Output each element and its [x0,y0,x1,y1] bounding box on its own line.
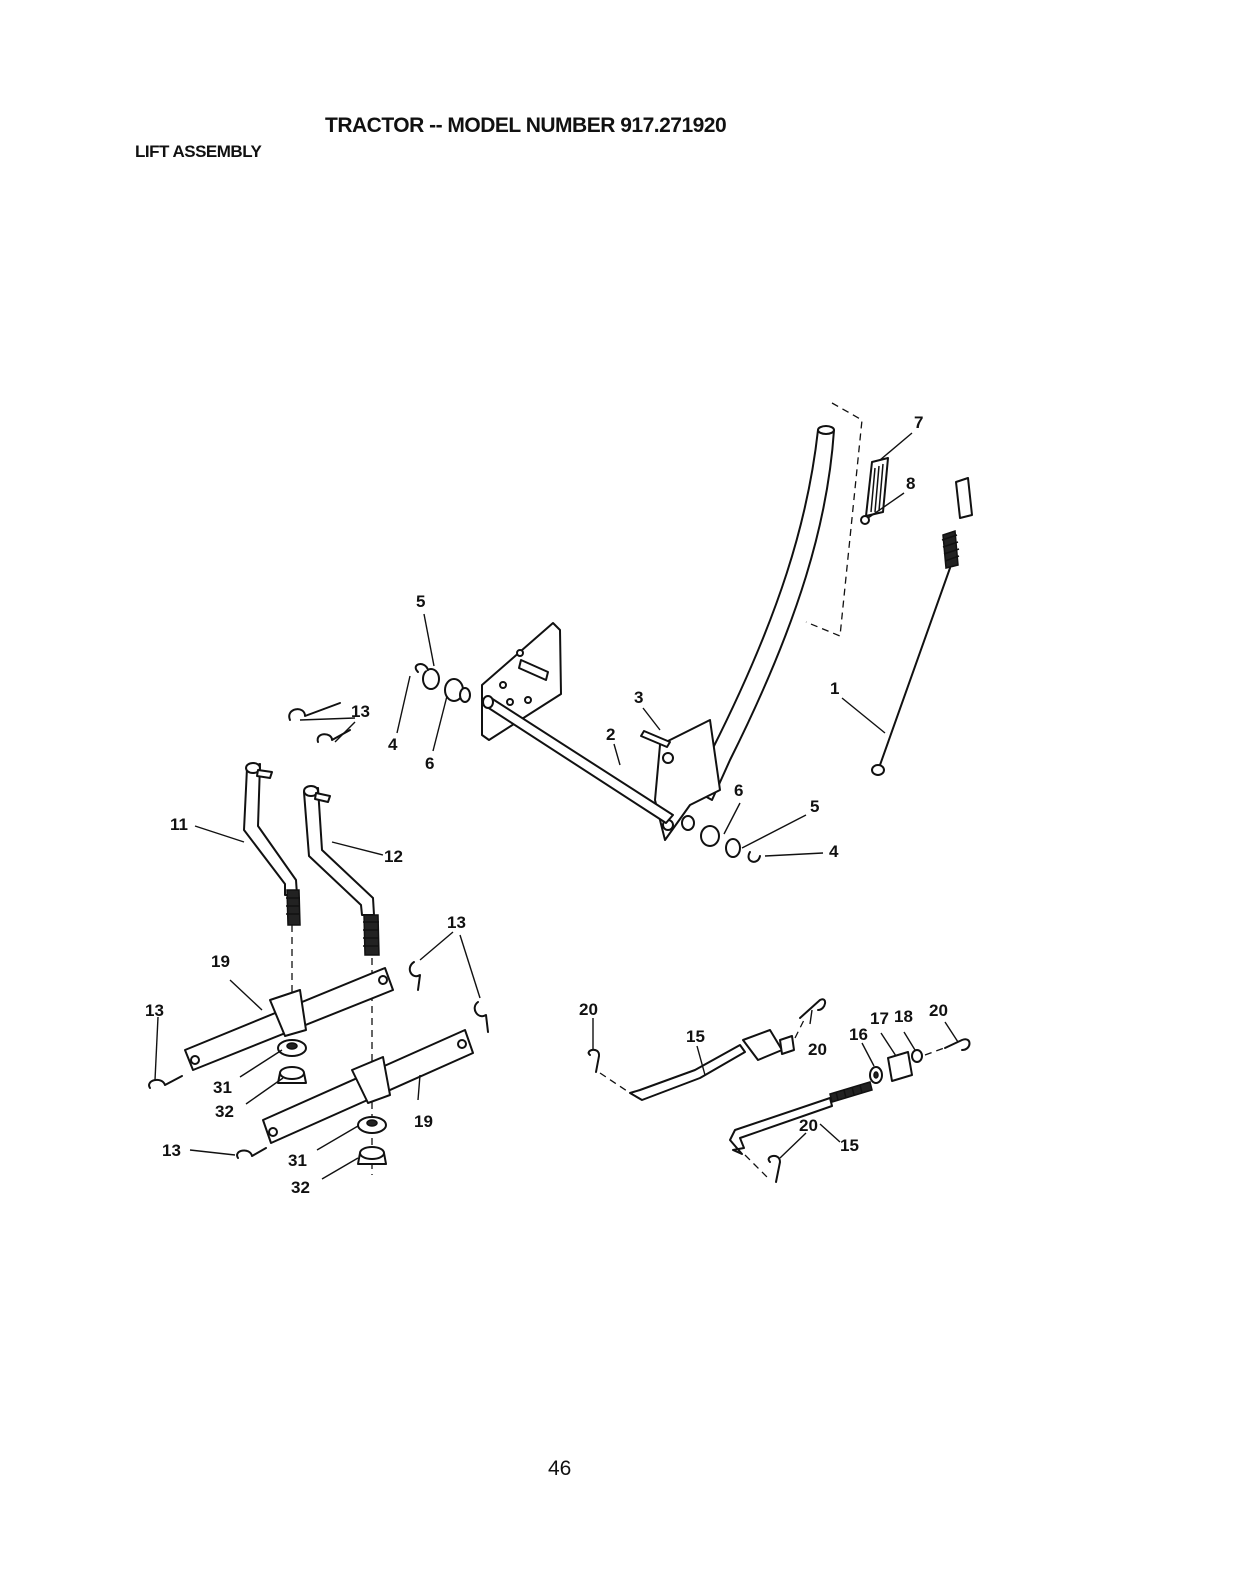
callout-4-lower: 4 [829,842,839,861]
callout-8: 8 [906,474,915,493]
callout-5-upper: 5 [416,592,425,611]
callout-32-upper: 32 [215,1102,234,1121]
bushing-part-6-upper [445,679,470,702]
bushing-part-6-lower [682,816,719,846]
callout-20-a: 20 [579,1000,598,1019]
washer-part-31-upper [278,1040,306,1056]
callout-31-lower: 31 [288,1151,307,1170]
button-part-8 [861,516,869,524]
callout-2: 2 [606,725,615,744]
washer-part-5-lower [726,839,740,857]
callout-20-d: 20 [799,1116,818,1135]
clip-part-20-b [800,999,825,1018]
lift-link-part-12 [304,786,379,955]
hairpin-clip-part-13-d [475,1002,488,1032]
callout-6-upper: 6 [425,754,434,773]
callout-4-upper: 4 [388,735,398,754]
hairpin-clip-part-13-e [149,1076,182,1088]
cable-rod-part-1 [872,478,972,775]
callout-20-b: 20 [808,1040,827,1059]
callout-15-upper: 15 [686,1027,705,1046]
callout-15-lower: 15 [840,1136,859,1155]
hairpin-clip-part-13-a [289,703,340,720]
washer-part-16 [870,1067,882,1083]
callout-31-upper: 31 [213,1078,232,1097]
rod-centerline-upper-right [795,1018,805,1038]
hairpin-clip-part-13-c [410,962,420,990]
callout-7: 7 [914,413,923,432]
callout-12: 12 [384,847,403,866]
lift-link-part-11 [244,763,300,925]
callout-16: 16 [849,1025,868,1044]
grip-part-7 [866,458,888,516]
nut-part-32-lower [358,1147,386,1164]
nut-part-32-upper [278,1067,306,1083]
rod-centerline-lower [745,1155,770,1180]
swivel-part-17 [888,1052,912,1081]
callout-13-a: 13 [351,702,370,721]
adjustment-rod-part-15-upper [630,1030,794,1100]
washer-part-5-upper [423,669,439,689]
rod-centerline-upper [600,1073,630,1093]
callout-5-lower: 5 [810,797,819,816]
hairpin-clip-part-13-f [237,1148,266,1158]
callout-17: 17 [870,1009,889,1028]
clip-part-20-a [589,1050,599,1072]
callout-32-lower: 32 [291,1178,310,1197]
washer-part-31-lower [358,1117,386,1133]
callout-13-b: 13 [447,913,466,932]
clip-part-4-lower [749,852,760,862]
cross-shaft-part-2 [483,696,673,823]
page-number: 46 [548,1457,571,1481]
callout-18: 18 [894,1007,913,1026]
lift-lever [655,426,834,840]
callout-19-lower: 19 [414,1112,433,1131]
key-part-3 [641,731,670,747]
callout-6-lower: 6 [734,781,743,800]
callout-19-upper: 19 [211,952,230,971]
callout-13-d: 13 [162,1141,181,1160]
callout-3: 3 [634,688,643,707]
callout-1: 1 [830,679,839,698]
nut-part-18 [912,1050,922,1062]
callout-20-c: 20 [929,1001,948,1020]
callout-13-c: 13 [145,1001,164,1020]
clip-part-20-d [769,1156,780,1182]
callout-11: 11 [170,815,188,834]
